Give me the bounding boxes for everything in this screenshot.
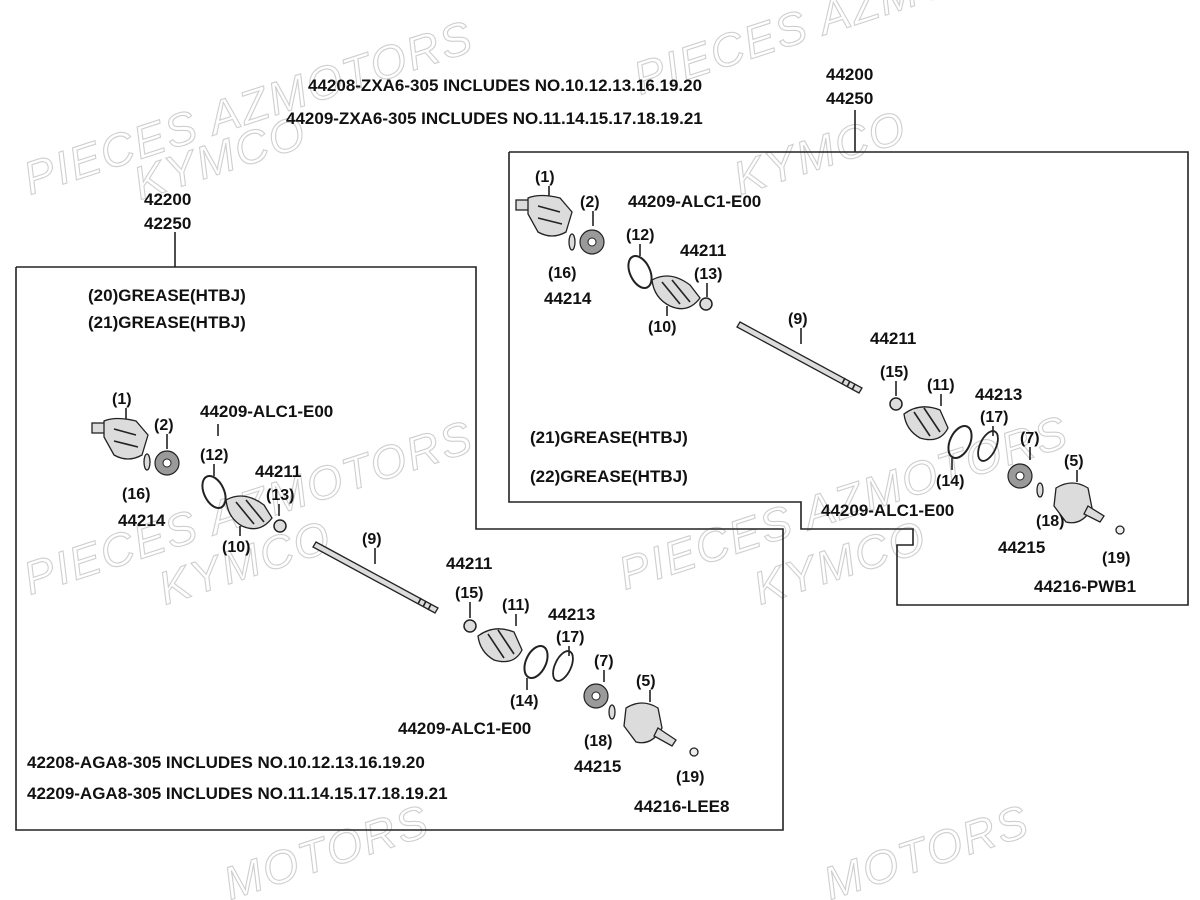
left-label-p2: (2) xyxy=(154,417,174,434)
right-label-p5: (5) xyxy=(1064,453,1084,470)
left-label-44213: 44213 xyxy=(548,605,595,624)
right-inner-joint-housing xyxy=(515,194,573,237)
right-nut-19 xyxy=(1115,525,1125,535)
right-label-p18: (18) xyxy=(1036,513,1064,530)
left-outer-joint-5 xyxy=(623,702,677,747)
left-bearing-cage-7 xyxy=(583,683,609,709)
left-includes-line-1: 42208-AGA8-305 INCLUDES NO.10.12.13.16.1… xyxy=(27,753,425,772)
right-grease-2: (22)GREASE(HTBJ) xyxy=(530,467,688,486)
right-assembly: 44208-ZXA6-305 INCLUDES NO.10.12.13.16.1… xyxy=(286,65,1189,606)
right-label-p14: (14) xyxy=(936,473,964,490)
left-label-p15: (15) xyxy=(455,585,483,602)
left-clip-18 xyxy=(608,704,616,720)
left-label-p13: (13) xyxy=(266,487,294,504)
right-label-p7: (7) xyxy=(1020,430,1040,447)
right-clip-18 xyxy=(1036,482,1044,498)
left-code-top-1: 42200 xyxy=(144,190,191,209)
left-grease-2: (21)GREASE(HTBJ) xyxy=(88,313,246,332)
right-label-44211-b: 44211 xyxy=(870,329,916,348)
left-label-44215: 44215 xyxy=(574,757,621,776)
right-circlip-17 xyxy=(977,430,999,462)
left-assembly: 42200 42250 (20)GREASE(HTBJ) (21)GREASE(… xyxy=(15,190,784,831)
left-label-p10: (10) xyxy=(222,539,250,556)
left-label-44211-a: 44211 xyxy=(255,462,301,481)
left-label-p11: (11) xyxy=(502,597,530,614)
left-label-p16: (16) xyxy=(122,486,150,503)
right-label-p15: (15) xyxy=(880,364,908,381)
left-boot-band-12 xyxy=(201,475,227,509)
left-code-top-2: 42250 xyxy=(144,214,191,233)
left-tripod-spider xyxy=(154,450,180,476)
right-boot-band-12 xyxy=(627,255,653,289)
right-label-44211-a: 44211 xyxy=(680,241,726,260)
left-label-p1: (1) xyxy=(112,391,132,408)
right-tripod-spider xyxy=(579,229,605,255)
right-label-44213: 44213 xyxy=(975,385,1022,404)
left-grease-1: (20)GREASE(HTBJ) xyxy=(88,286,246,305)
left-label-p19: (19) xyxy=(676,769,704,786)
left-band-15 xyxy=(463,619,477,633)
left-clip-16 xyxy=(143,453,151,471)
left-label-44211-b: 44211 xyxy=(446,554,492,573)
watermark-azmotors-1: PIECES AZMOTORS xyxy=(17,10,480,205)
left-label-p18: (18) xyxy=(584,733,612,750)
right-label-p16: (16) xyxy=(548,265,576,282)
watermark-motors-6: MOTORS xyxy=(817,794,1036,900)
right-grease-1: (21)GREASE(HTBJ) xyxy=(530,428,688,447)
right-label-44216: 44216-PWB1 xyxy=(1034,577,1136,596)
right-label-p13: (13) xyxy=(694,266,722,283)
left-label-p7: (7) xyxy=(594,653,614,670)
right-outer-joint-5 xyxy=(1053,482,1105,524)
right-boot-10 xyxy=(651,275,701,310)
left-kit-outer: 44209-ALC1-E00 xyxy=(398,719,531,738)
left-label-p9: (9) xyxy=(362,531,382,548)
left-assembly-frame xyxy=(15,266,784,831)
right-kit-outer: 44209-ALC1-E00 xyxy=(821,501,954,520)
left-includes-line-2: 42209-AGA8-305 INCLUDES NO.11.14.15.17.1… xyxy=(27,784,448,803)
right-label-p11: (11) xyxy=(927,377,955,394)
right-band-13 xyxy=(699,297,713,311)
left-label-44216: 44216-LEE8 xyxy=(634,797,729,816)
right-kit-inner: 44209-ALC1-E00 xyxy=(628,192,761,211)
left-boot-band-14 xyxy=(523,645,549,679)
left-label-p17: (17) xyxy=(556,629,584,646)
right-code-top-2: 44250 xyxy=(826,89,873,108)
right-includes-line-1: 44208-ZXA6-305 INCLUDES NO.10.12.13.16.1… xyxy=(308,76,702,95)
right-label-p2: (2) xyxy=(580,194,600,211)
right-assembly-frame xyxy=(508,151,1189,606)
left-nut-19 xyxy=(689,747,699,757)
left-label-44214: 44214 xyxy=(118,511,166,530)
right-includes-line-2: 44209-ZXA6-305 INCLUDES NO.11.14.15.17.1… xyxy=(286,109,703,128)
watermark-motors-5: MOTORS xyxy=(217,794,436,900)
right-label-p9: (9) xyxy=(788,311,808,328)
left-label-p14: (14) xyxy=(510,693,538,710)
right-label-p10: (10) xyxy=(648,319,676,336)
right-drive-shaft xyxy=(736,321,863,394)
left-kit-inner: 44209-ALC1-E00 xyxy=(200,402,333,421)
left-drive-shaft xyxy=(312,541,439,614)
left-circlip-17 xyxy=(552,650,574,682)
right-label-44214: 44214 xyxy=(544,289,592,308)
left-label-p12: (12) xyxy=(200,447,228,464)
right-band-15 xyxy=(889,397,903,411)
right-boot-band-14 xyxy=(947,425,973,459)
left-inner-joint-housing xyxy=(91,417,149,460)
right-clip-16 xyxy=(568,233,576,251)
left-band-13 xyxy=(273,519,287,533)
right-bearing-cage-7 xyxy=(1007,463,1033,489)
right-label-p19: (19) xyxy=(1102,550,1130,567)
right-label-44215: 44215 xyxy=(998,538,1045,557)
left-boot-10 xyxy=(225,495,273,530)
right-label-p17: (17) xyxy=(980,409,1008,426)
right-label-p12: (12) xyxy=(626,227,654,244)
left-label-p5: (5) xyxy=(636,673,656,690)
right-boot-11 xyxy=(903,406,949,441)
right-label-p1: (1) xyxy=(535,169,555,186)
right-code-top-1: 44200 xyxy=(826,65,873,84)
left-boot-11 xyxy=(477,628,523,663)
